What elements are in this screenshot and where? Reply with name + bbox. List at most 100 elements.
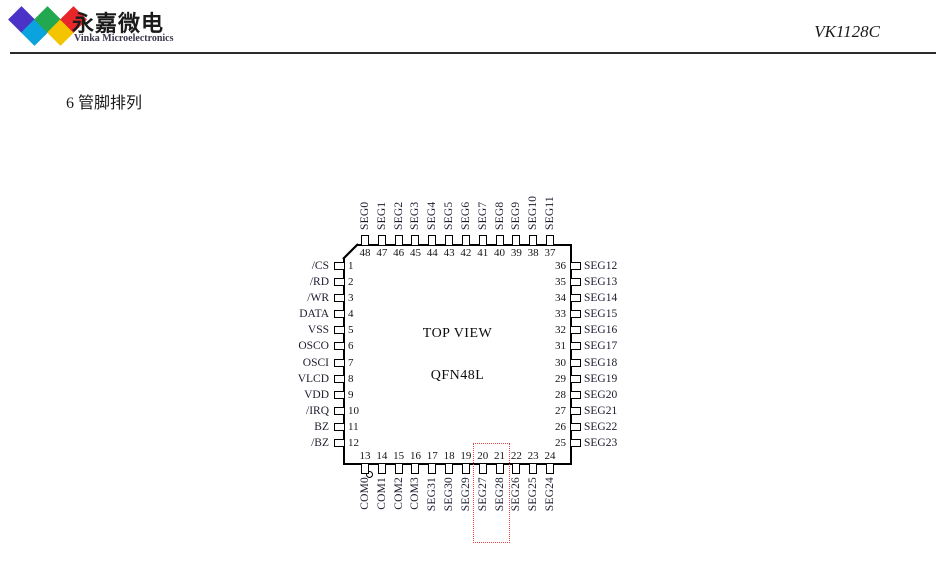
pin-number-39: 39: [510, 247, 522, 259]
pin-label-BZ: BZ: [314, 420, 329, 433]
pin-number-8: 8: [348, 372, 354, 385]
pin-top-44: [428, 235, 437, 246]
pin-right-30: [570, 358, 581, 367]
pin-label-SEG22: SEG22: [584, 420, 618, 433]
pin-top-38: [529, 235, 538, 246]
pin-bottom-22: [512, 463, 521, 474]
pin-number-16: 16: [409, 450, 421, 462]
pin-label-/BZ: /BZ: [311, 437, 329, 449]
pin-label-SEG19: SEG19: [584, 372, 618, 385]
company-logo-icon: [8, 6, 87, 46]
pin-right-32: [570, 326, 581, 335]
pin-bottom-23: [529, 463, 538, 474]
pin-label-VSS: VSS: [307, 324, 329, 337]
pin-label-COM3: COM3: [409, 477, 422, 510]
pin-right-25: [570, 439, 581, 447]
pin-bottom-18: [445, 463, 454, 474]
pin-number-28: 28: [555, 388, 566, 401]
pin-label-SEG14: SEG14: [584, 292, 618, 305]
pin-right-35: [570, 278, 581, 287]
pin-label-SEG16: SEG16: [584, 324, 618, 337]
pin-number-27: 27: [555, 404, 566, 417]
pin-label-SEG17: SEG17: [584, 340, 618, 353]
pin-label-SEG3: SEG3: [409, 201, 422, 230]
header-divider: [10, 52, 936, 54]
pin-label-SEG12: SEG12: [584, 260, 618, 272]
pin-top-37: [546, 235, 554, 246]
pin-label-SEG2: SEG2: [392, 201, 405, 230]
pin-label-SEG20: SEG20: [584, 388, 618, 401]
pin-label-/CS: /CS: [311, 260, 329, 272]
pin-1-indicator-icon: [366, 471, 373, 478]
pin-number-1: 1: [348, 260, 354, 272]
pin-left-8: [334, 374, 345, 383]
pin-label-SEG30: SEG30: [443, 477, 456, 512]
pin-number-37: 37: [544, 247, 556, 259]
pin-number-3: 3: [348, 292, 354, 305]
pin-label-COM0: COM0: [359, 477, 371, 510]
pin-left-3: [334, 294, 345, 303]
pin-bottom-15: [394, 463, 403, 474]
pin-bottom-13: [361, 463, 369, 474]
pin-bottom-16: [411, 463, 420, 474]
pin-number-18: 18: [443, 450, 455, 462]
pin-label-DATA: DATA: [299, 308, 329, 321]
pin-label-SEG10: SEG10: [527, 195, 540, 230]
pin-number-15: 15: [393, 450, 405, 462]
pin-right-29: [570, 374, 581, 383]
pin-right-31: [570, 342, 581, 351]
pin-number-9: 9: [348, 388, 354, 401]
pin-left-1: [334, 262, 345, 270]
chip-body-outline: [343, 244, 572, 465]
pin-number-29: 29: [555, 372, 566, 385]
pin-label-SEG9: SEG9: [510, 201, 523, 230]
pin-label-COM1: COM1: [375, 477, 388, 510]
pin-right-34: [570, 294, 581, 303]
pin-number-46: 46: [393, 247, 405, 259]
pin-number-13: 13: [359, 450, 371, 462]
pin-left-12: [334, 439, 345, 447]
page-header: 永嘉微电 Vinka Microelectronics VK1128C: [0, 0, 946, 56]
pin-left-7: [334, 358, 345, 367]
pin-label-OSCO: OSCO: [298, 340, 329, 353]
pin-number-2: 2: [348, 276, 354, 289]
pin-label-SEG15: SEG15: [584, 308, 618, 321]
pin-number-25: 25: [555, 437, 566, 449]
pin-number-34: 34: [555, 292, 566, 305]
pin-number-24: 24: [544, 450, 556, 462]
pin-label-SEG25: SEG25: [527, 477, 540, 512]
pin-number-5: 5: [348, 324, 354, 337]
pin-number-10: 10: [348, 404, 359, 417]
document-part-number: VK1128C: [814, 22, 880, 41]
pin-right-33: [570, 310, 581, 319]
pin-number-30: 30: [555, 356, 566, 369]
company-name-cn: 永嘉微电: [72, 11, 165, 36]
pin-left-10: [334, 406, 345, 415]
pin-label-SEG6: SEG6: [459, 201, 472, 230]
pin-number-14: 14: [376, 450, 388, 462]
pin-top-43: [445, 235, 454, 246]
pin-label-/RD: /RD: [309, 276, 329, 289]
pin-right-27: [570, 406, 581, 415]
pin-bottom-21: [495, 463, 504, 474]
pin-number-31: 31: [555, 340, 566, 353]
pin-number-21: 21: [494, 450, 506, 462]
pin-label-/WR: /WR: [307, 292, 329, 305]
pin-label-SEG4: SEG4: [426, 201, 439, 230]
pin-number-47: 47: [376, 247, 388, 259]
pin-left-4: [334, 310, 345, 319]
pin-bottom-19: [461, 463, 470, 474]
pin-number-23: 23: [527, 450, 539, 462]
pin-number-43: 43: [443, 247, 455, 259]
pin-left-5: [334, 326, 345, 335]
pin-right-28: [570, 390, 581, 399]
pin-label-VLCD: VLCD: [297, 372, 329, 385]
pin-label-SEG5: SEG5: [443, 201, 456, 230]
pin-number-44: 44: [426, 247, 438, 259]
pin-left-6: [334, 342, 345, 351]
pin-label-VDD: VDD: [304, 388, 329, 401]
pin-label-SEG18: SEG18: [584, 356, 618, 369]
pin-top-45: [411, 235, 420, 246]
pin-label-SEG13: SEG13: [584, 276, 618, 289]
